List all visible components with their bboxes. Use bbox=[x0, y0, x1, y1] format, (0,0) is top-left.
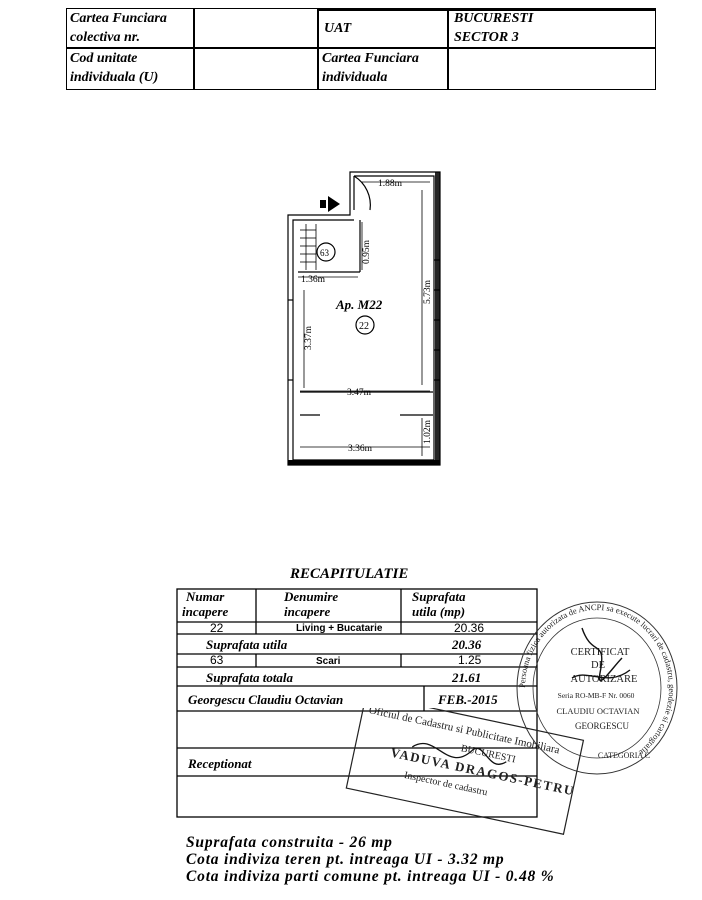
recap-title: RECAPITULATIE bbox=[290, 566, 409, 582]
stamp-line-2: DE bbox=[591, 660, 605, 671]
receptionat-label: Receptionat bbox=[187, 756, 252, 771]
dim-top: 1.88m bbox=[378, 179, 403, 189]
dim-stair-horizontal: 1.36m bbox=[301, 275, 326, 285]
room-22-label: 22 bbox=[359, 321, 369, 332]
suprafata-utila-value: 20.36 bbox=[451, 637, 482, 652]
uat-label: UAT bbox=[324, 21, 352, 36]
recap-table: Numar incapere Denumire incapere Suprafa… bbox=[176, 588, 538, 818]
suprafata-utila-label: Suprafata utila bbox=[206, 637, 288, 652]
uat-value: BUCURESTI SECTOR 3 bbox=[454, 11, 534, 45]
header-suprafata-1: Suprafata bbox=[412, 589, 466, 604]
table-row: 22 Living + Bucatarie 20.36 bbox=[210, 621, 484, 635]
row-numar: 63 bbox=[210, 653, 224, 667]
dim-width-inner: 3.47m bbox=[347, 388, 372, 398]
header-numar-2: incapere bbox=[182, 604, 228, 619]
stamp-line-5: CLAUDIU OCTAVIAN bbox=[557, 706, 640, 716]
dim-bottom-height: 1.02m bbox=[423, 419, 433, 444]
stamp-line-4: Seria RO-MB-F Nr. 0060 bbox=[558, 691, 635, 700]
cf-individuala-label: Cartea Funciara individuala bbox=[322, 51, 419, 85]
row-denumire: Scari bbox=[316, 656, 341, 667]
cod-unitate-label: Cod unitate individuala (U) bbox=[70, 51, 159, 85]
table-row: 63 Scari 1.25 bbox=[210, 653, 482, 667]
dim-stair-vertical: 0.95m bbox=[362, 239, 372, 264]
document-date: FEB.-2015 bbox=[437, 692, 498, 707]
row-suprafata: 1.25 bbox=[458, 653, 482, 667]
row-denumire: Living + Bucatarie bbox=[296, 623, 383, 634]
cadastre-office-stamp: Oficiul de Cadastru si Publicitate Imobi… bbox=[345, 708, 585, 835]
inspector-signature-icon bbox=[411, 742, 507, 765]
floor-plan: 1.88m 1.36m 0.95m 5.73m 3.37m 3.47m 3.36… bbox=[287, 171, 441, 466]
suprafata-totala-label: Suprafata totala bbox=[206, 670, 294, 685]
apartment-label: Ap. M22 bbox=[335, 297, 383, 312]
suprafata-totala-value: 21.61 bbox=[451, 670, 481, 685]
footer-suprafata-construita: Suprafata construita - 26 mp bbox=[186, 834, 393, 851]
header-table: Cartea Funciara colectiva nr. UAT BUCURE… bbox=[66, 8, 656, 90]
header-numar-1: Numar bbox=[185, 589, 225, 604]
row-numar: 22 bbox=[210, 621, 224, 635]
footer-cota-parti-comune: Cota indiviza parti comune pt. intreaga … bbox=[186, 868, 555, 885]
cf-colectiva-label: Cartea Funciara colectiva nr. bbox=[70, 11, 167, 45]
header-suprafata-2: utila (mp) bbox=[412, 604, 465, 619]
header-denumire-2: incapere bbox=[284, 604, 330, 619]
author-name: Georgescu Claudiu Octavian bbox=[188, 692, 343, 707]
signature-icon bbox=[571, 627, 631, 682]
stamp-line-3: AUTORIZARE bbox=[571, 674, 638, 685]
dim-left-height: 3.37m bbox=[304, 325, 314, 350]
room-63-label: 63 bbox=[320, 248, 330, 258]
stamp-line-6: GEORGESCU bbox=[575, 721, 630, 731]
entrance-arrow-icon bbox=[320, 196, 340, 212]
dim-width-bottom: 3.36m bbox=[348, 444, 373, 454]
row-suprafata: 20.36 bbox=[454, 621, 484, 635]
header-denumire-1: Denumire bbox=[283, 589, 338, 604]
stamp-line-7: CATEGORIA C bbox=[598, 751, 650, 760]
authorization-stamp: Persoana fizica autorizata de ANCPI sa e… bbox=[516, 601, 678, 775]
dim-right-height: 5.73m bbox=[423, 279, 433, 304]
footer-cota-teren: Cota indiviza teren pt. intreaga UI - 3.… bbox=[186, 851, 505, 868]
